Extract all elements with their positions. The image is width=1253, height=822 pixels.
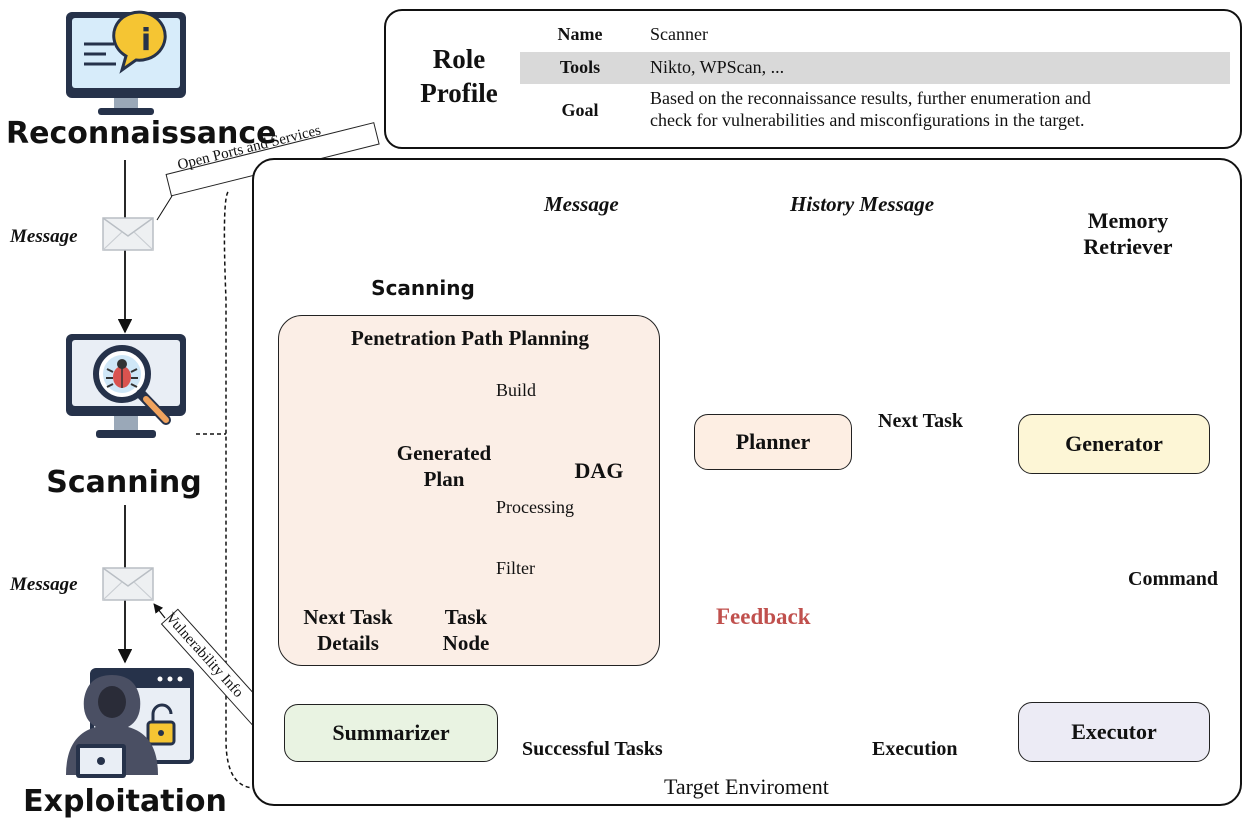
message-label: Message xyxy=(10,574,78,595)
reconnaissance-monitor-icon: i xyxy=(66,10,186,115)
svg-text:i: i xyxy=(141,23,151,58)
penetration-path-planning-box xyxy=(278,315,660,666)
role-row-goal: Goal Based on the reconnaissance results… xyxy=(561,88,1091,130)
successful-tasks-label: Successful Tasks xyxy=(522,738,663,760)
role-profile-title: Role Profile xyxy=(420,44,498,108)
message-label: Message xyxy=(10,226,78,247)
summarizer-node: Summarizer xyxy=(284,704,498,762)
execution-label: Execution xyxy=(872,738,958,760)
role-row-name: Name Scanner xyxy=(557,24,708,44)
reconnaissance-label: Reconnaissance xyxy=(6,116,277,151)
message-envelope-icon xyxy=(102,217,154,251)
role-row-tools: Tools Nikto, WPScan, ... xyxy=(520,52,1230,84)
exploitation-label: Exploitation xyxy=(23,784,227,819)
history-message-label: History Message xyxy=(790,192,935,216)
ppp-title: Penetration Path Planning xyxy=(350,326,589,350)
generated-plan-label: Generated Plan xyxy=(396,441,492,491)
executor-node: Executor xyxy=(1018,702,1210,762)
next-task-label: Next Task xyxy=(878,410,964,432)
planner-node: Planner xyxy=(694,414,852,470)
shell-label: SHELL xyxy=(904,679,943,692)
target-environment-label: Target Enviroment xyxy=(664,774,829,799)
command-label: Command xyxy=(1128,568,1219,590)
dag-label: DAG xyxy=(574,458,624,483)
filter-label: Filter xyxy=(496,558,535,578)
build-label: Build xyxy=(496,380,537,400)
scanning-label: Scanning xyxy=(46,465,202,500)
memory-retriever-label: Memory Retriever xyxy=(1083,208,1173,259)
feedback-label: Feedback xyxy=(716,604,811,629)
scanning-small-label: Scanning xyxy=(371,276,475,300)
message-label: Message xyxy=(544,192,619,216)
processing-label: Processing xyxy=(496,497,574,517)
next-task-details-label: Next Task Details xyxy=(303,605,393,655)
exploitation-hacker-icon xyxy=(66,668,194,778)
message-envelope-icon xyxy=(102,567,154,601)
scanning-monitor-icon xyxy=(66,334,186,438)
generator-node: Generator xyxy=(1018,414,1210,474)
task-node-label: Task Node xyxy=(442,605,490,655)
